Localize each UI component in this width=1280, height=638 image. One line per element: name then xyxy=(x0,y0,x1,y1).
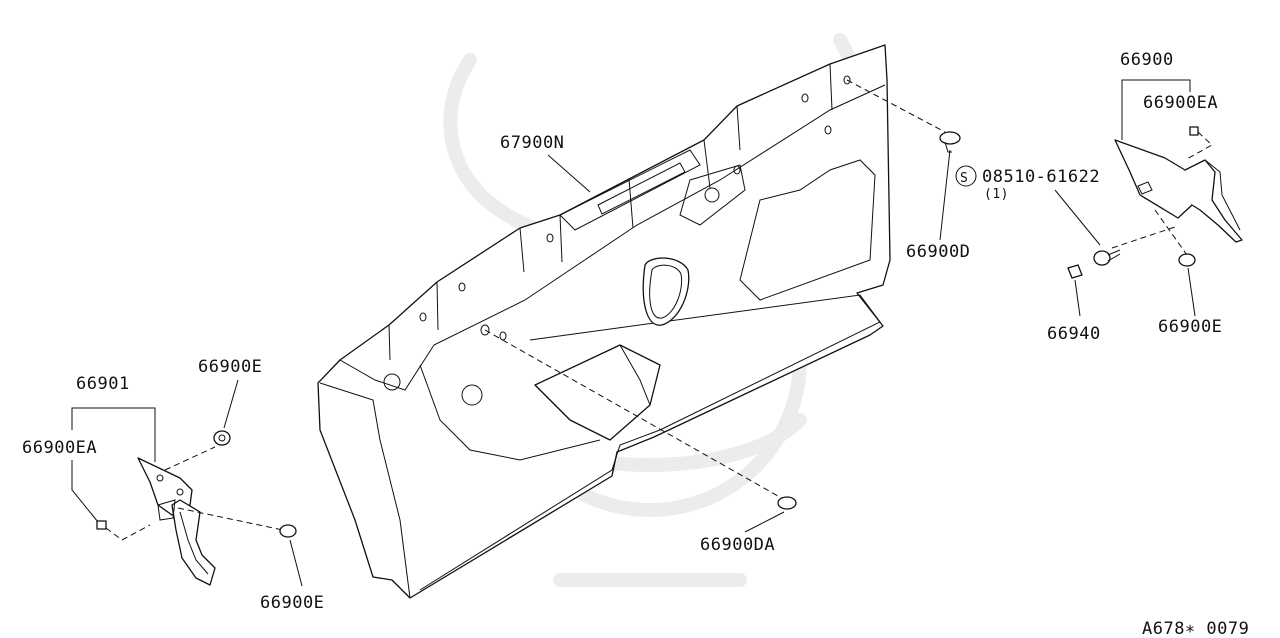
clip-66900e-right xyxy=(1178,253,1196,267)
leader-67900n xyxy=(547,154,591,193)
screw-08510-61622 xyxy=(1093,249,1121,266)
label-66900e-left-top: 66900E xyxy=(198,357,262,377)
assembly-lines-main xyxy=(484,79,946,501)
leader-66900e-right xyxy=(1187,267,1196,317)
assembly-line-right-mid xyxy=(1111,225,1179,249)
leader-66900da xyxy=(744,511,785,533)
clip-66900d xyxy=(939,131,961,153)
label-66900ea-left: 66900EA xyxy=(22,438,97,458)
assembly-line-left-mid xyxy=(177,507,284,531)
label-66940: 66940 xyxy=(1047,324,1101,344)
label-screw-qty: (1) xyxy=(984,187,1009,202)
label-66900: 66900 xyxy=(1120,50,1174,70)
leader-66900d xyxy=(939,149,951,241)
label-66900ea-right: 66900EA xyxy=(1143,93,1218,113)
clip-66940 xyxy=(1067,264,1083,279)
clip-66900da xyxy=(777,496,797,510)
leader-screw xyxy=(1054,189,1101,246)
leader-66900e-left-bottom xyxy=(289,539,303,587)
left-bracket xyxy=(96,457,216,586)
label-66900d: 66900D xyxy=(906,242,970,262)
label-66901: 66901 xyxy=(76,374,130,394)
label-67900n: 67900N xyxy=(500,133,564,153)
clip-66900e-left-bottom xyxy=(279,524,297,538)
leader-66900e-left-top xyxy=(223,379,239,429)
leader-66940 xyxy=(1074,279,1081,317)
screw-symbol: S xyxy=(960,171,968,186)
assembly-line-left-top xyxy=(164,446,216,471)
leader-66900ea-left xyxy=(71,460,99,523)
screw-symbol-circle xyxy=(955,165,977,187)
main-insulator-panel xyxy=(317,44,891,599)
label-screw-code: 08510-61622 xyxy=(982,167,1100,187)
leader-bracket-66900 xyxy=(1121,79,1191,140)
label-66900e-right: 66900E xyxy=(1158,317,1222,337)
diagram-code: A678∗ 0079 xyxy=(1142,619,1249,638)
label-66900e-left-bottom: 66900E xyxy=(260,593,324,613)
assembly-line-left-bottom xyxy=(105,524,151,541)
right-bracket xyxy=(1114,126,1243,243)
assembly-line-right-top xyxy=(1184,131,1213,161)
label-66900da: 66900DA xyxy=(700,535,775,555)
leader-bracket-66901 xyxy=(71,407,156,462)
clip-66900e-left-top xyxy=(213,430,231,446)
